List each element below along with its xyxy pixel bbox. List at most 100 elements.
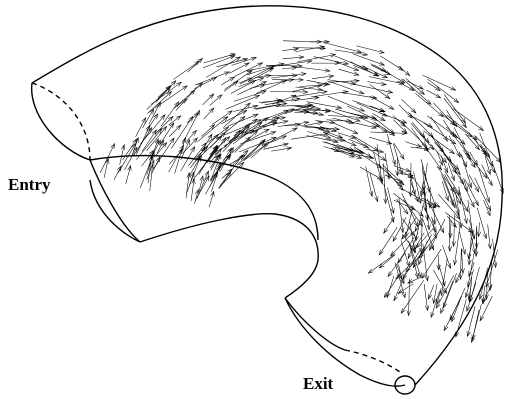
velocity-arrow — [361, 65, 388, 79]
velocity-arrow — [425, 147, 442, 171]
velocity-arrow — [210, 154, 232, 180]
velocity-arrow — [156, 140, 164, 154]
velocity-arrowhead — [378, 49, 385, 54]
velocity-arrowhead — [491, 167, 496, 174]
velocity-arrowhead — [379, 178, 384, 185]
velocity-arrowhead — [291, 127, 298, 132]
velocity-arrow — [330, 110, 361, 122]
velocity-arrowhead — [413, 244, 419, 251]
velocity-arrowhead — [259, 84, 266, 88]
velocity-arrowhead — [358, 90, 365, 95]
velocity-arrowhead — [425, 215, 430, 222]
velocity-arrowhead — [406, 310, 411, 317]
velocity-arrow — [182, 137, 198, 154]
velocity-arrow — [155, 80, 177, 103]
velocity-arrow — [244, 120, 277, 133]
velocity-arrowhead — [193, 112, 200, 118]
velocity-arrowhead — [383, 228, 388, 234]
velocity-arrowhead — [407, 253, 412, 260]
velocity-arrowhead — [176, 124, 182, 130]
velocity-arrowhead — [258, 77, 265, 82]
velocity-arrow — [415, 93, 444, 117]
velocity-arrow — [208, 191, 215, 208]
velocity-arrowhead — [133, 146, 138, 153]
velocity-arrow — [230, 150, 249, 168]
velocity-arrow — [427, 198, 445, 234]
velocity-arrow — [421, 217, 423, 254]
velocity-arrow — [369, 84, 391, 99]
velocity-arrowhead — [426, 99, 432, 105]
velocity-arrowhead — [282, 120, 289, 124]
velocity-arrowhead — [105, 157, 110, 164]
velocity-arrowhead — [215, 153, 221, 160]
velocity-arrow — [440, 155, 448, 173]
velocity-arrow — [352, 135, 379, 152]
velocity-arrowhead — [324, 68, 331, 73]
velocity-arrowhead — [252, 113, 259, 118]
velocity-arrowhead — [461, 122, 467, 129]
velocity-arrowhead — [433, 232, 438, 239]
velocity-arrow — [403, 199, 423, 227]
velocity-arrow — [337, 148, 362, 159]
velocity-arrowhead — [383, 198, 388, 205]
velocity-arrow — [352, 53, 385, 66]
velocity-arrowhead — [395, 170, 400, 177]
velocity-arrowhead — [392, 159, 396, 166]
velocity-arrow — [271, 147, 292, 152]
velocity-arrow — [408, 112, 434, 138]
velocity-arrowhead — [281, 135, 288, 140]
velocity-arrowhead — [280, 116, 287, 121]
velocity-arrow — [234, 130, 258, 153]
velocity-arrowhead — [435, 93, 442, 99]
velocity-arrowhead — [352, 129, 359, 134]
velocity-arrowhead — [476, 231, 481, 238]
velocity-arrowhead — [443, 302, 447, 309]
velocity-arrow — [393, 193, 424, 217]
velocity-arrowhead — [348, 147, 355, 151]
velocity-arrow — [365, 166, 373, 197]
velocity-arrowhead — [317, 121, 324, 126]
velocity-arrow — [135, 117, 146, 137]
velocity-arrow — [467, 306, 476, 337]
velocity-arrowhead — [486, 210, 491, 217]
velocity-arrowhead — [278, 62, 285, 67]
velocity-arrow — [401, 193, 418, 227]
velocity-arrow — [454, 225, 461, 266]
velocity-arrowhead — [466, 331, 471, 338]
velocity-arrowhead — [449, 199, 454, 206]
velocity-arrowhead — [204, 175, 210, 182]
velocity-arrow — [386, 276, 395, 298]
velocity-arrow — [125, 165, 131, 185]
velocity-arrowhead — [455, 277, 460, 284]
velocity-arrow — [411, 175, 426, 195]
velocity-arrowhead — [417, 272, 422, 279]
velocity-arrowhead — [210, 190, 215, 197]
velocity-arrowhead — [337, 134, 344, 139]
velocity-arrowhead — [191, 178, 196, 185]
velocity-arrowhead — [359, 150, 366, 155]
velocity-arrowhead — [390, 250, 396, 257]
velocity-arrowhead — [239, 116, 246, 122]
velocity-arrow — [402, 78, 432, 105]
velocity-arrowhead — [398, 185, 404, 192]
velocity-arrowhead — [414, 272, 419, 279]
velocity-arrow — [451, 296, 462, 322]
velocity-arrow — [313, 56, 349, 65]
velocity-arrow — [430, 143, 447, 163]
velocity-arrow — [387, 187, 394, 214]
velocity-arrow — [430, 290, 440, 318]
velocity-arrowhead — [449, 314, 454, 321]
velocity-arrowhead — [449, 149, 455, 155]
velocity-arrowhead — [367, 268, 374, 274]
velocity-arrow — [367, 81, 387, 85]
velocity-arrow — [408, 240, 419, 279]
velocity-arrowhead — [271, 121, 278, 126]
velocity-arrow — [398, 104, 413, 119]
velocity-arrow — [337, 132, 356, 139]
velocity-arrow — [153, 137, 175, 169]
velocity-arrowhead — [329, 120, 336, 125]
velocity-arrow — [469, 267, 480, 303]
velocity-arrowhead — [485, 281, 490, 288]
velocity-arrow — [442, 114, 473, 138]
velocity-arrowhead — [223, 126, 230, 132]
